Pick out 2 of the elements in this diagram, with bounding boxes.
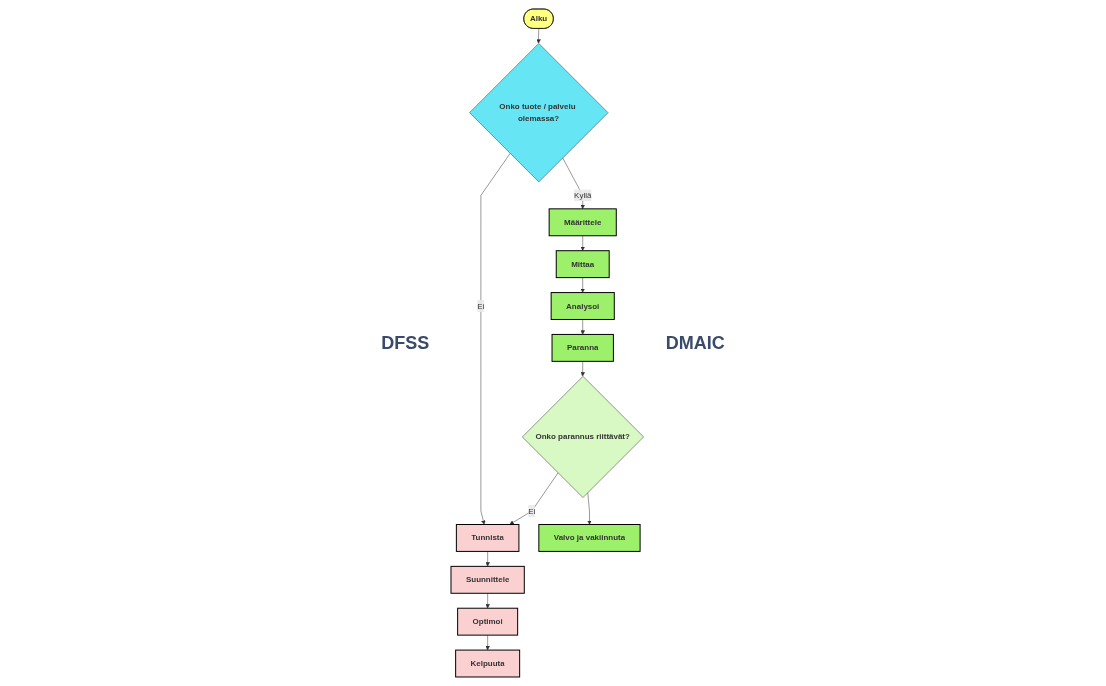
group-label: DMAIC <box>665 332 725 354</box>
group-label: DFSS <box>381 332 430 354</box>
